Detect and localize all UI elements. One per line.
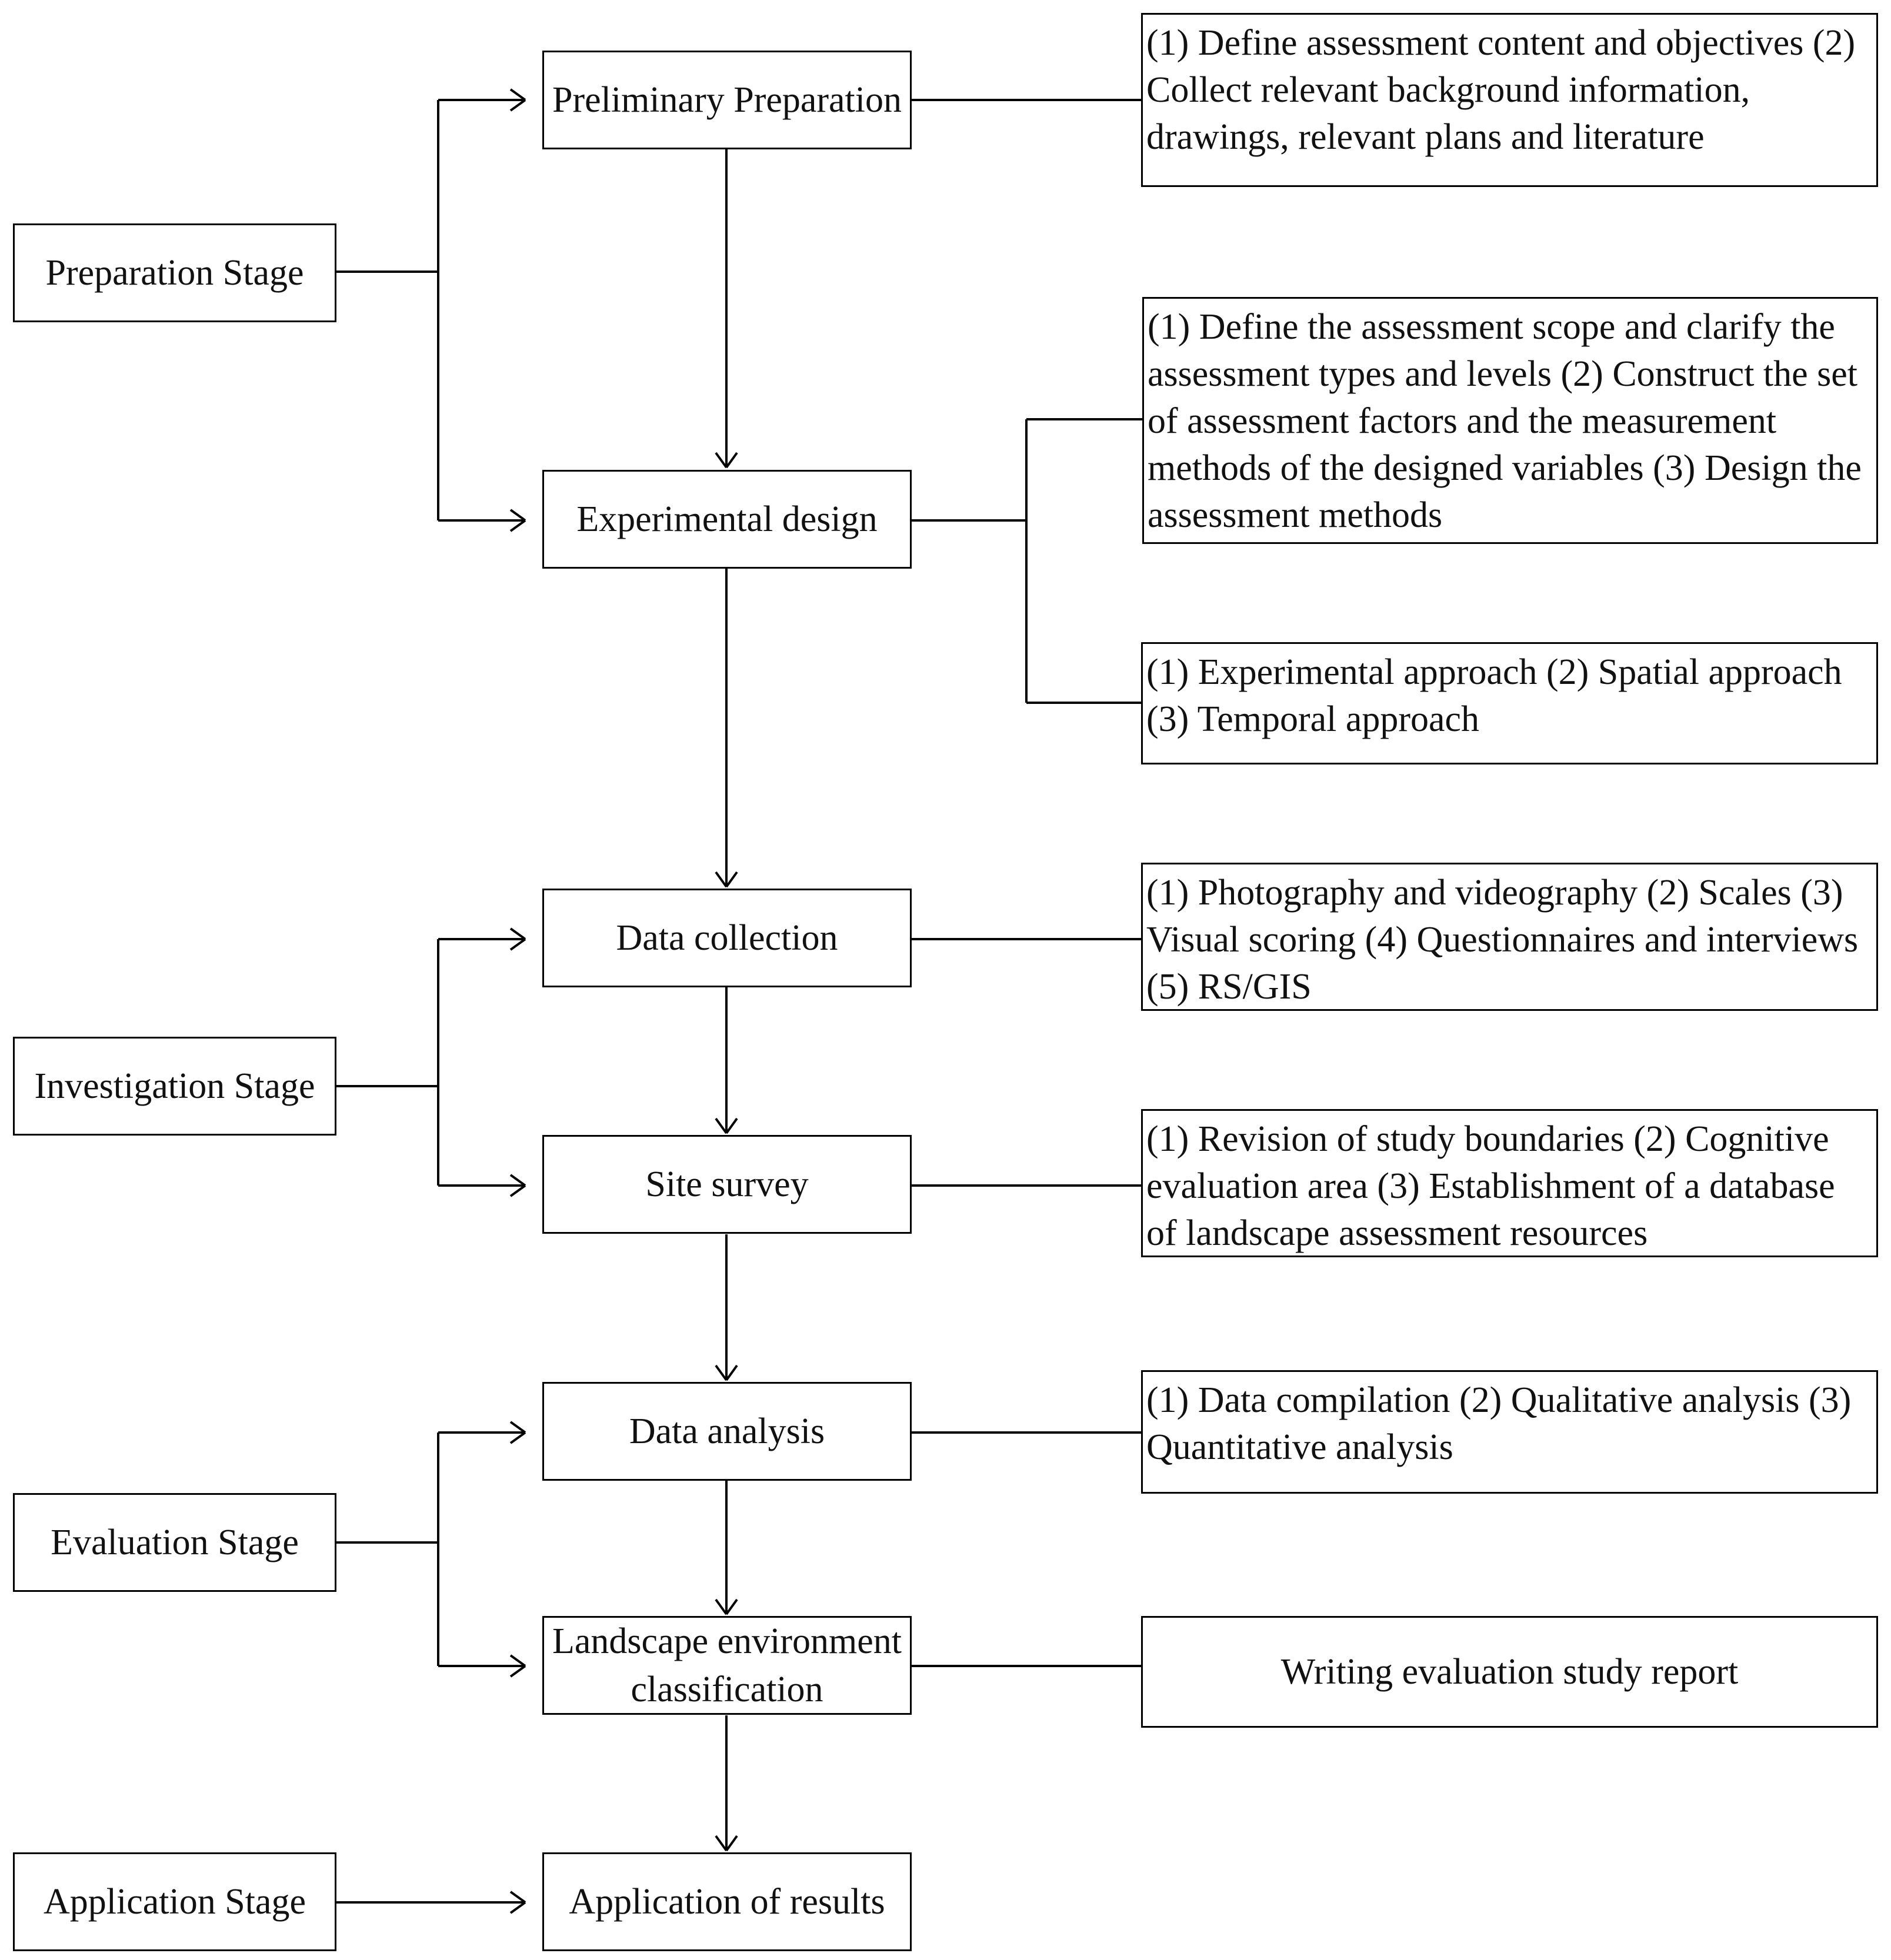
detail-landscape-environment-classification: Writing evaluation study report [1141, 1616, 1878, 1728]
detail-experimental-design-approach: (1) Experimental approach (2) Spatial ap… [1141, 642, 1878, 764]
step-data-collection: Data collection [542, 889, 912, 987]
detail-data-analysis: (1) Data compilation (2) Qualitative ana… [1141, 1370, 1878, 1494]
detail-data-collection: (1) Photography and videography (2) Scal… [1141, 863, 1878, 1011]
step-preliminary-preparation: Preliminary Preparation [542, 51, 912, 149]
stage-preparation: Preparation Stage [13, 223, 336, 322]
step-experimental-design: Experimental design [542, 470, 912, 569]
step-landscape-environment-classification: Landscape environment classification [542, 1616, 912, 1715]
stage-application: Application Stage [13, 1852, 336, 1951]
detail-preliminary-preparation: (1) Define assessment content and object… [1141, 13, 1878, 187]
step-data-analysis: Data analysis [542, 1382, 912, 1481]
detail-site-survey: (1) Revision of study boundaries (2) Cog… [1141, 1109, 1878, 1257]
detail-experimental-design-scope: (1) Define the assessment scope and clar… [1142, 297, 1878, 544]
stage-investigation: Investigation Stage [13, 1037, 336, 1136]
step-application-of-results: Application of results [542, 1852, 912, 1951]
stage-evaluation: Evaluation Stage [13, 1493, 336, 1592]
step-site-survey: Site survey [542, 1135, 912, 1234]
